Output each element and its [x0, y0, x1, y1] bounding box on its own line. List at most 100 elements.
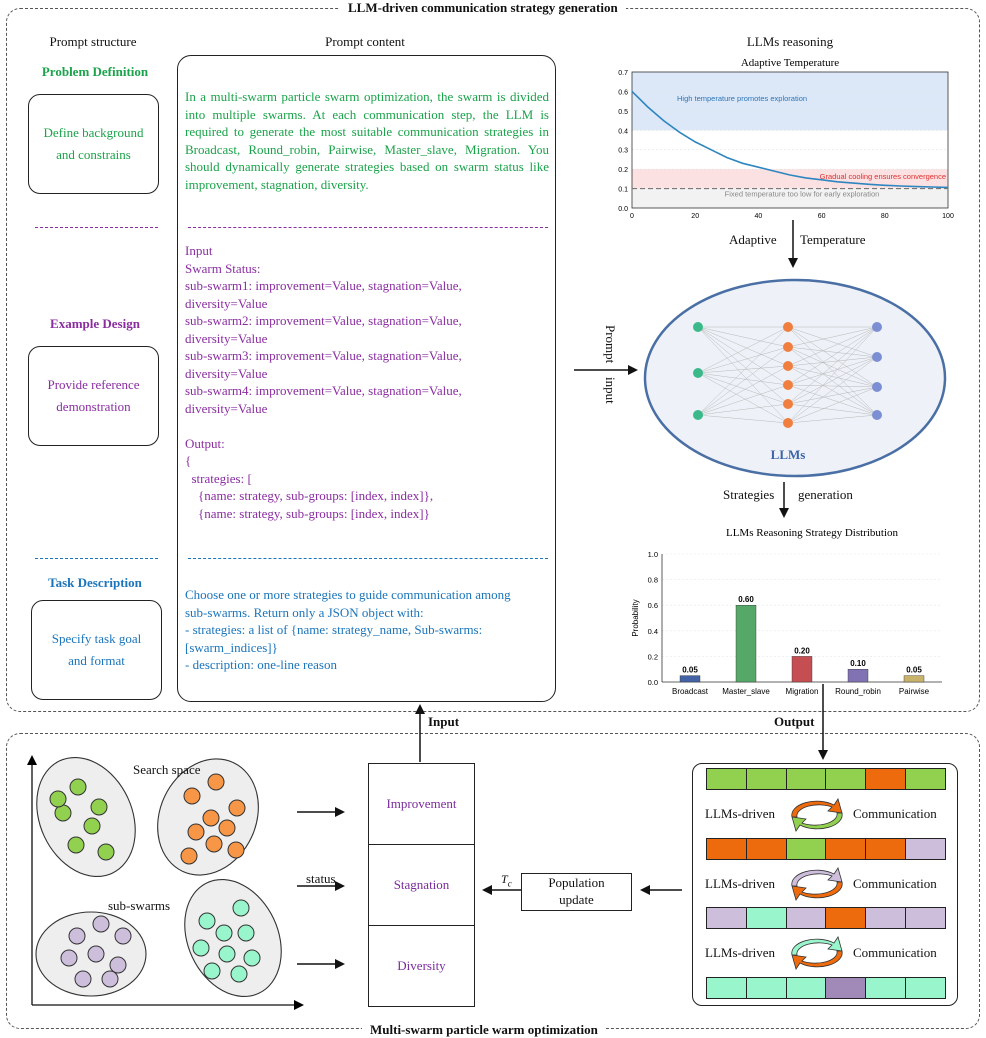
example-line: sub-swarm4: improvement=Value, stagnatio…	[185, 383, 462, 398]
particle-cell	[826, 908, 867, 928]
network-edge	[697, 326, 789, 405]
particle-cell	[746, 978, 787, 998]
network-edge	[697, 372, 789, 405]
band-label: High temperature promotes exploration	[677, 94, 807, 103]
y-tick-label: 0.4	[648, 627, 658, 636]
cycle-icon-1	[791, 798, 843, 832]
network-edge	[787, 384, 878, 388]
y-tick-label: 0.8	[648, 576, 658, 585]
particle-cell	[746, 908, 787, 928]
arrow-tc	[482, 885, 522, 895]
cycle-arrow-top-icon	[791, 798, 843, 818]
top-panel-title: LLM-driven communication strategy genera…	[340, 0, 626, 16]
network-edge	[697, 326, 789, 367]
y-tick-label: 0.5	[618, 109, 628, 116]
prompt-task-text: Choose one or more strategies to guide c…	[185, 586, 549, 674]
divider-content-1	[188, 227, 548, 228]
sub-swarm-4	[184, 878, 282, 998]
band-label: Fixed temperature too low for early expl…	[725, 189, 880, 198]
particle	[198, 912, 216, 930]
network-edge	[787, 403, 878, 416]
network-node	[693, 322, 703, 332]
example-line: Swarm Status:	[185, 260, 261, 276]
label-prompt-vertical: Prompt	[603, 325, 618, 364]
network-edge	[697, 384, 789, 416]
particle	[202, 809, 220, 827]
particle-cell	[786, 908, 827, 928]
example-line: diversity=Value	[185, 295, 268, 311]
section-title-problem: Problem Definition	[41, 64, 149, 79]
y-axis-label: Probability	[631, 599, 640, 636]
band-label: Gradual cooling ensures convergence	[820, 172, 946, 181]
divider-left-1	[35, 227, 158, 228]
particle	[192, 939, 210, 957]
cycle-icon-2	[791, 867, 843, 901]
particle	[49, 790, 67, 808]
particle	[203, 962, 221, 980]
example-line: diversity=Value	[185, 365, 268, 381]
particle	[69, 778, 87, 796]
y-axis-arrow-icon	[27, 755, 37, 765]
particle	[207, 773, 225, 791]
label-tc: Tc	[501, 872, 512, 888]
particle-strip-2	[706, 838, 946, 860]
network-node	[783, 418, 793, 428]
temperature-curve	[631, 90, 949, 189]
particle	[97, 843, 115, 861]
network-edge	[787, 326, 878, 358]
y-tick-label: 1.0	[648, 550, 658, 559]
network-edge	[787, 346, 878, 416]
label-search-space: Search space	[133, 762, 201, 777]
label-input: Input	[428, 714, 460, 729]
label-input-vertical: input	[603, 377, 618, 404]
col-prompt-content: Prompt content	[325, 34, 405, 49]
x-tick-label: 20	[691, 213, 699, 220]
arrows-to-metrics	[297, 807, 345, 969]
network-edge	[787, 326, 878, 386]
arrow-llms-to-distribution	[779, 482, 789, 518]
task-line: Choose one or more strategies to guide c…	[185, 587, 511, 602]
network-edge	[697, 346, 789, 374]
arrow-temperature-to-llms	[788, 220, 798, 268]
example-line: sub-swarm2: improvement=Value, stagnatio…	[185, 313, 462, 328]
network-edge	[787, 356, 878, 424]
label-temperature: Temperature	[800, 232, 866, 247]
task-line: - strategies: a list of {name: strategy_…	[185, 622, 483, 637]
metric-improvement: Improvement	[369, 764, 474, 845]
particle-cell	[866, 839, 907, 859]
label-status: status	[306, 871, 336, 886]
label-generation: generation	[798, 487, 853, 502]
comm-row-3-right: Communication	[853, 945, 937, 960]
task-line: - description: one-line reason	[185, 657, 337, 672]
particle-cell	[866, 978, 907, 998]
network-node	[783, 322, 793, 332]
particle-cell	[746, 769, 787, 789]
particle-cell	[826, 978, 867, 998]
example-line: Input	[185, 243, 213, 258]
particle-cell	[826, 769, 867, 789]
divider-left-2	[35, 558, 158, 559]
network-edge	[787, 326, 878, 405]
network-edge	[697, 403, 789, 416]
y-tick-label: 0.3	[618, 148, 628, 155]
bar-round-robin	[847, 668, 869, 683]
bar-value-label: 0.60	[738, 595, 754, 604]
particle	[187, 823, 205, 841]
particle-cell	[906, 769, 945, 789]
particle-cell	[707, 908, 747, 928]
network-edge	[697, 326, 789, 424]
arrow-to-population-update	[640, 885, 682, 895]
band-0	[632, 72, 948, 131]
bar-master-slave	[735, 604, 757, 683]
label-sub-swarms: sub-swarms	[108, 898, 171, 913]
network-edge	[697, 326, 789, 348]
metric-diversity: Diversity	[397, 958, 446, 973]
particle	[60, 949, 78, 967]
x-tick-label: 80	[881, 213, 889, 220]
task-line: [swarm_indices]}	[185, 639, 278, 655]
x-tick-label: Migration	[786, 687, 819, 696]
network-edge	[787, 384, 878, 416]
task-line: sub-swarms. Return only a JSON object wi…	[185, 604, 424, 620]
particle	[243, 949, 261, 967]
